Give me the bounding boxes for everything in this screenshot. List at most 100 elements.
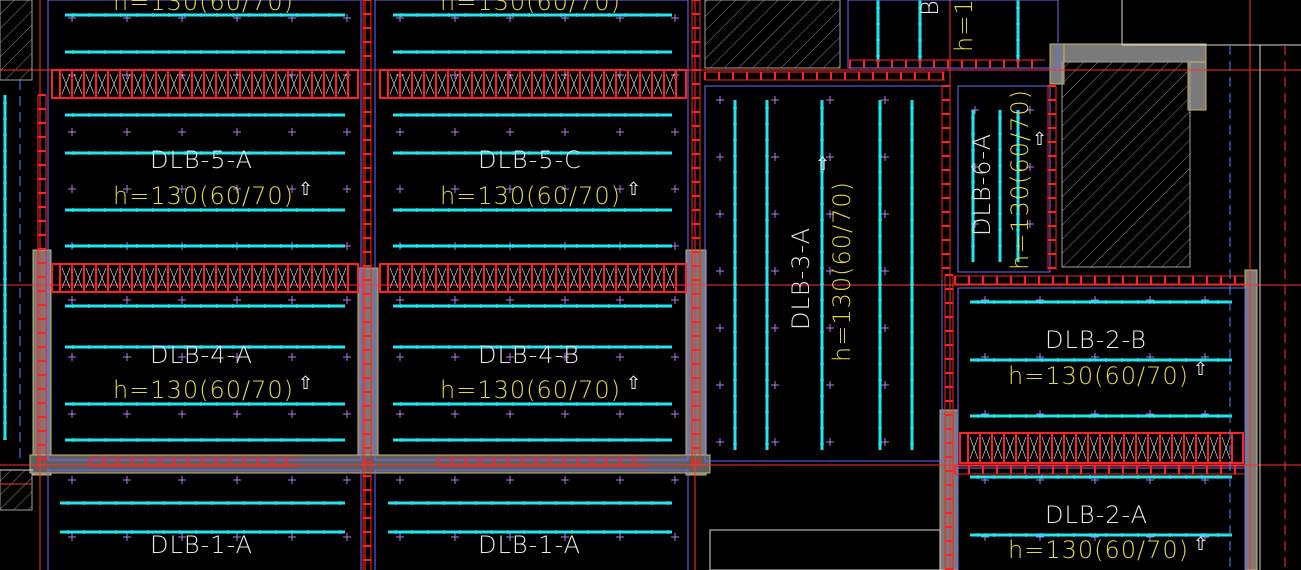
beam-hatch	[545, 73, 555, 95]
beam-hatch	[1017, 436, 1027, 460]
beam-hatch	[993, 436, 1003, 460]
beam-hatch	[253, 73, 263, 95]
up-arrow-icon: ⇧	[815, 154, 831, 175]
beam-hatch	[73, 73, 83, 95]
slab-label-dlb-5-c: DLB-5-C	[478, 146, 582, 174]
beam-hatch	[1173, 436, 1183, 460]
beam-hatch	[1029, 436, 1039, 460]
slab-thickness-top-mid: h=130(60/70)	[440, 0, 622, 16]
beam-hatch	[581, 73, 591, 95]
beam-hatch	[1185, 436, 1195, 460]
beam-hatch	[1053, 436, 1063, 460]
beam-hatch	[157, 73, 167, 95]
beam-hatch	[313, 267, 323, 289]
slab-outline	[374, 0, 689, 461]
beam-hatch	[569, 267, 579, 289]
beam-hatch	[217, 73, 227, 95]
beam-hatch	[545, 267, 555, 289]
wall	[939, 409, 959, 570]
beam-hatch	[169, 267, 179, 289]
beam-hatch	[641, 73, 651, 95]
beam-hatch	[569, 73, 579, 95]
beam-hatch	[617, 267, 627, 289]
beam-hatch	[1125, 436, 1135, 460]
beam-hatch	[641, 267, 651, 289]
slab-label-dlb-1-a-left: DLB-1-A	[150, 531, 254, 559]
beam-hatch	[593, 267, 603, 289]
beam-hatch	[133, 267, 143, 289]
beam-hatch	[1101, 436, 1111, 460]
beam-hatch	[449, 267, 459, 289]
slab-outline	[957, 85, 1051, 273]
beam-hatch	[85, 267, 95, 289]
wall	[1049, 43, 1207, 63]
beam-hatch	[413, 73, 423, 95]
beam-hatch	[497, 73, 507, 95]
beam-hatch	[665, 73, 675, 95]
beam-hatch	[497, 267, 507, 289]
beam-hatch	[1197, 436, 1207, 460]
beam-hatch	[461, 267, 471, 289]
slab-thickness-dlb-5-a: h=130(60/70)	[113, 182, 295, 210]
up-arrow-icon: ⇧	[1032, 129, 1048, 150]
hatched-area	[0, 0, 33, 81]
up-arrow-icon: ⇧	[298, 373, 314, 394]
beam-hatch	[581, 267, 591, 289]
beam-hatch	[109, 267, 119, 289]
beam-hatch	[145, 267, 155, 289]
up-arrow-icon: ⇧	[298, 179, 314, 200]
beam-hatch	[593, 73, 603, 95]
beam-hatch	[97, 267, 107, 289]
outline	[709, 529, 941, 570]
beam-hatch	[1113, 436, 1123, 460]
beam-hatch	[289, 73, 299, 95]
wall	[685, 249, 707, 476]
beam-hatch	[277, 73, 287, 95]
hatched-area	[0, 469, 33, 511]
beam-hatch	[449, 73, 459, 95]
beam-hatch	[557, 73, 567, 95]
beam-hatch	[1209, 436, 1219, 460]
up-arrow-icon: ⇧	[1193, 534, 1209, 555]
slab-outline	[847, 0, 1059, 69]
slab-thickness-dlb-6-a: h=130(60/70)	[1006, 88, 1034, 270]
beam-hatch	[533, 267, 543, 289]
beam-hatch	[1077, 436, 1087, 460]
beam-hatch	[473, 267, 483, 289]
beam-hatch	[241, 73, 251, 95]
slab-label-dlb-3-a: DLB-3-A	[787, 226, 815, 330]
beam-hatch	[389, 73, 399, 95]
beam-hatch	[653, 267, 663, 289]
beam-hatch	[181, 73, 191, 95]
beam-hatch	[205, 267, 215, 289]
slab-label-dlb-5-a: DLB-5-A	[150, 146, 254, 174]
up-arrow-icon: ⇧	[1193, 359, 1209, 380]
slab-label-dlb-4-a: DLB-4-A	[150, 341, 254, 369]
beam-hatch	[533, 73, 543, 95]
beam-hatch	[289, 267, 299, 289]
beam-hatch	[253, 267, 263, 289]
beam-hatch	[509, 73, 519, 95]
beam-hatch	[229, 267, 239, 289]
slab-label-dlb-6-a: DLB-6-A	[968, 132, 996, 236]
beam-hatch	[557, 267, 567, 289]
beam-hatch	[205, 73, 215, 95]
beam-hatch	[605, 73, 615, 95]
beam-hatch	[229, 73, 239, 95]
beam-hatch	[301, 267, 311, 289]
beam-hatch	[61, 267, 71, 289]
slab-label-dlb-2-b: DLB-2-B	[1045, 326, 1148, 354]
beam-hatch	[121, 73, 131, 95]
slab-thickness-dlb-2-b: h=130(60/70)	[1008, 362, 1190, 390]
beam-hatch	[73, 267, 83, 289]
beam-hatch	[97, 73, 107, 95]
wall	[1244, 269, 1258, 570]
beam-hatch	[401, 73, 411, 95]
beam-hatch	[169, 73, 179, 95]
slab-outline	[374, 469, 689, 570]
beam-hatch	[1089, 436, 1099, 460]
beam-hatch	[325, 267, 335, 289]
beam-hatch	[1221, 436, 1231, 460]
slab-thickness-dlb-5-c: h=130(60/70)	[440, 182, 622, 210]
